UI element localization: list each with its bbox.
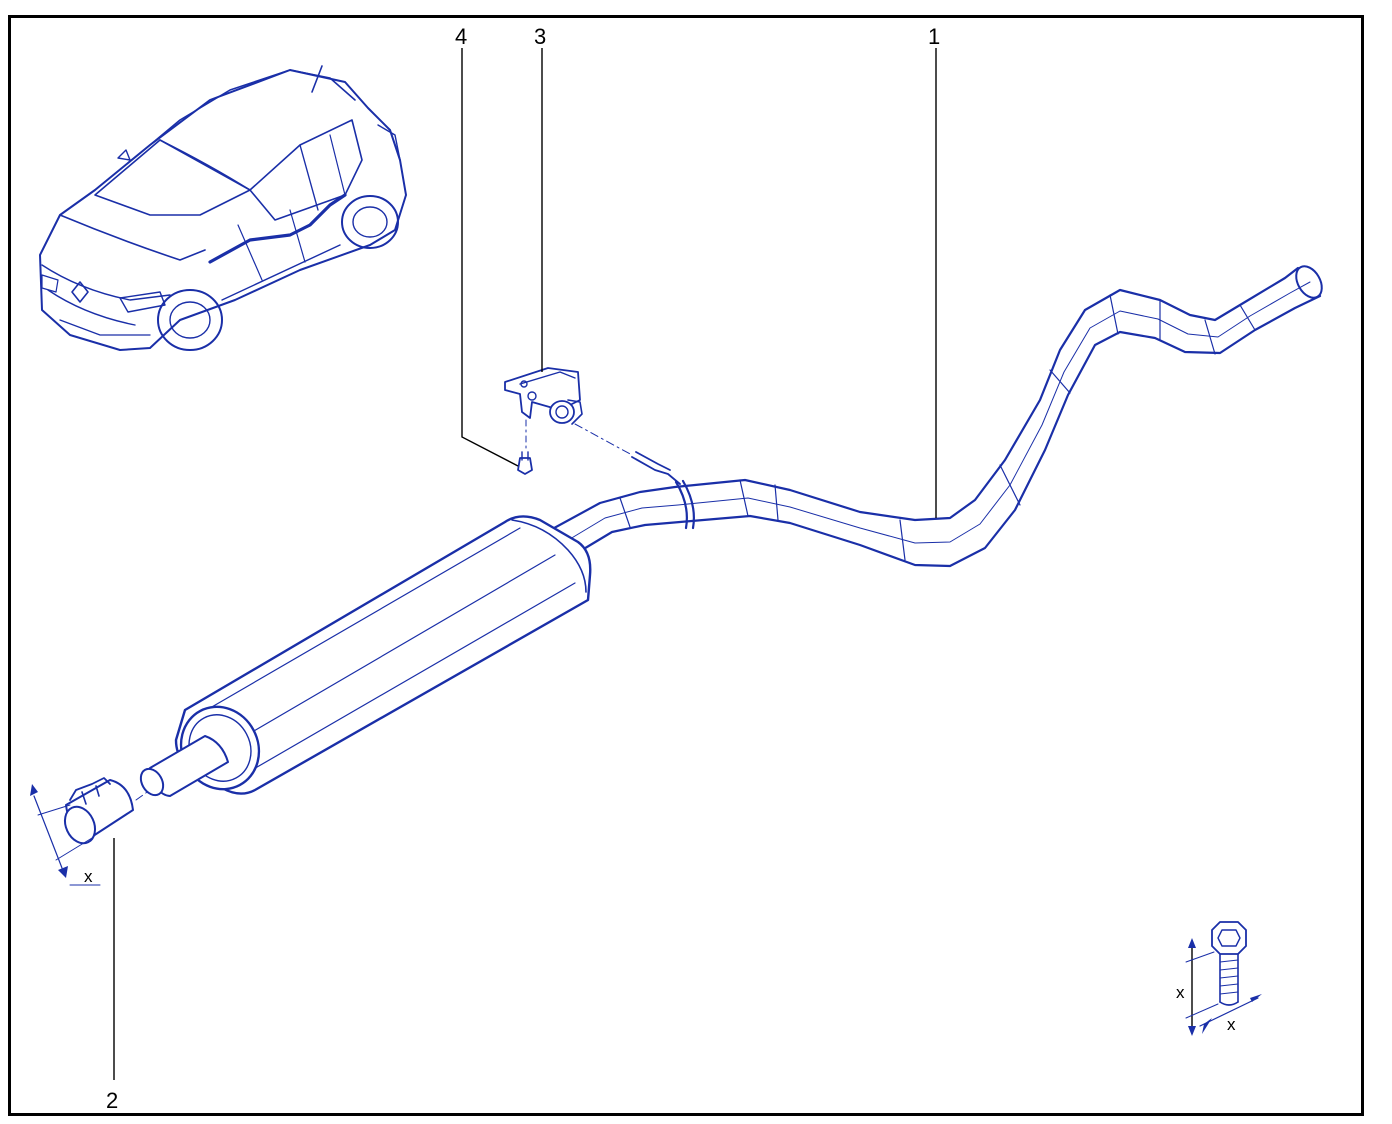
bolt-dimension-symbol: x x bbox=[1176, 921, 1262, 1036]
clamp-x-label: x bbox=[84, 867, 93, 886]
clamp-dimension: x bbox=[30, 784, 101, 886]
callout-2: 2 bbox=[106, 1088, 118, 1113]
bolt bbox=[517, 419, 533, 475]
bolt-length-x-label: x bbox=[1176, 983, 1185, 1002]
car-illustration bbox=[39, 65, 407, 351]
callout-4: 4 bbox=[455, 24, 467, 49]
leader-lines bbox=[113, 48, 937, 1080]
hanger-bracket bbox=[504, 367, 681, 485]
callout-1: 1 bbox=[928, 24, 940, 49]
callout-3: 3 bbox=[534, 24, 546, 49]
pipe-bend-lines bbox=[619, 294, 1256, 561]
bolt-diameter-x-label: x bbox=[1227, 1015, 1236, 1034]
exhaust-assembly bbox=[139, 265, 1323, 797]
clamp-sleeve bbox=[63, 777, 151, 845]
muffler bbox=[139, 515, 592, 797]
